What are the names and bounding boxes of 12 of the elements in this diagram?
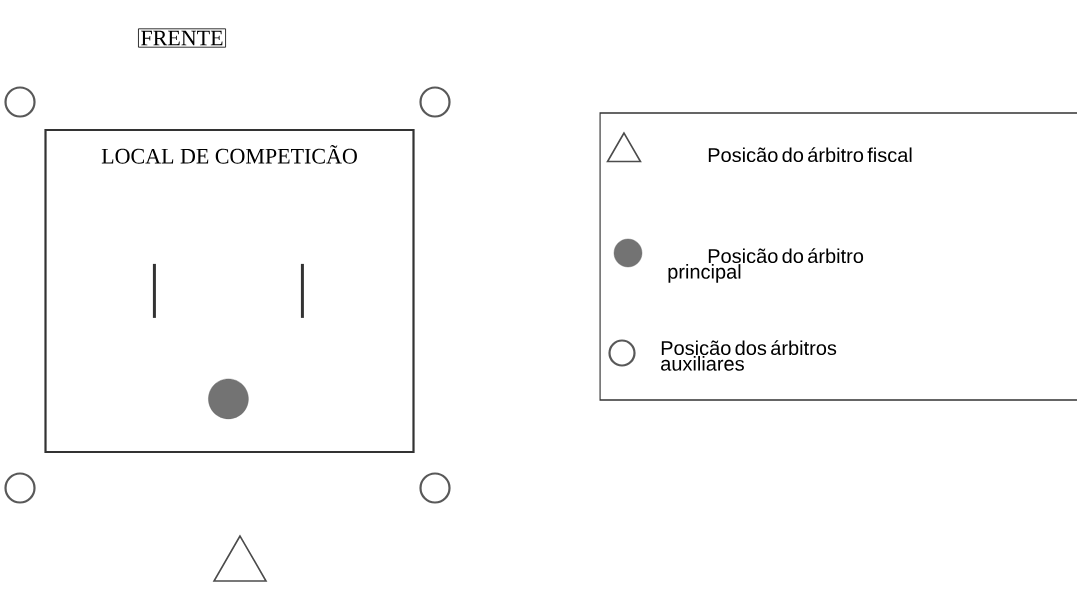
hollow-circle [4, 472, 36, 504]
vertical-bar [300, 263, 304, 318]
filled-dot [208, 378, 249, 420]
hollow-circle [419, 472, 451, 504]
label-box: FRENTE [138, 28, 226, 48]
hollow-circle [4, 86, 36, 118]
legend-text: Posicão do árbitro fiscal [708, 147, 912, 163]
hollow-circle [419, 86, 451, 118]
legend-text: Posicão dos árbitros auxiliares [661, 340, 837, 371]
competition-area: LOCAL DE COMPETICÃO [44, 128, 415, 454]
vertical-bar [152, 263, 156, 318]
legend-text: Posicão do árbitro principal [668, 248, 864, 283]
